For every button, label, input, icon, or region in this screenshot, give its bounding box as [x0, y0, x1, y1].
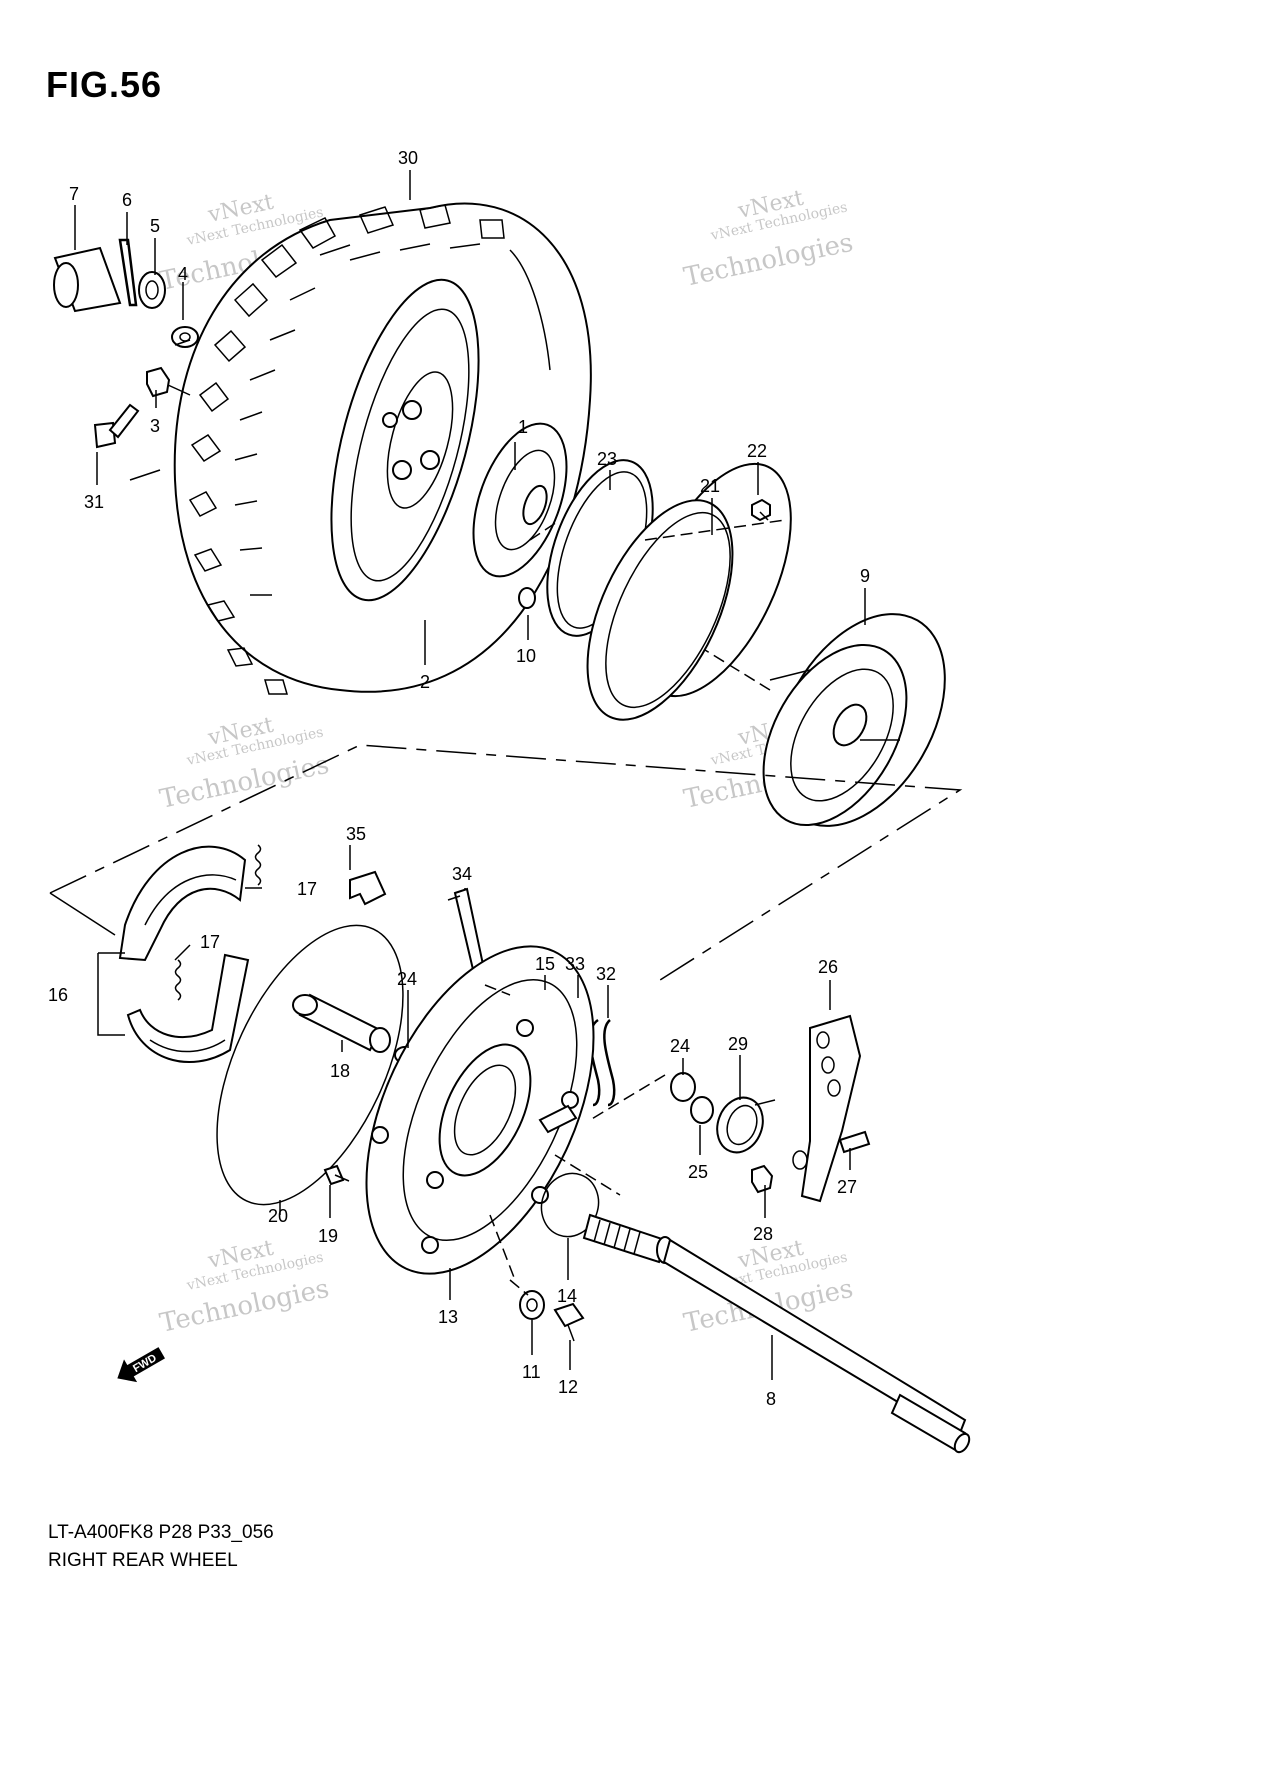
drain-bolt-12: [553, 1302, 585, 1342]
brake-panel-13: [365, 945, 595, 1275]
callout-11: 11: [522, 1362, 541, 1382]
washer: [171, 326, 199, 348]
callout-16: 16: [48, 985, 68, 1005]
brake-drum-cover-21: [586, 462, 792, 721]
callout-10: 10: [516, 646, 536, 666]
tire-valve: [93, 403, 140, 449]
callout-13: 13: [438, 1307, 458, 1327]
fwd-label: FWD: [131, 1352, 159, 1375]
tire: [173, 202, 592, 695]
hub-cap: [53, 246, 122, 313]
callout-26: 26: [818, 957, 838, 977]
o-ring-14: [540, 1172, 600, 1238]
wheel-rim: [330, 278, 480, 602]
callout-leaders: [74, 170, 866, 1380]
callout-30: 30: [398, 148, 418, 168]
callout-6: 6: [122, 190, 132, 210]
figure-title: FIG.56: [46, 64, 163, 105]
callout-9: 9: [860, 566, 870, 586]
watermark: Technologies: [157, 1274, 332, 1339]
nut-28: [751, 1164, 774, 1194]
rear-axle-8: [582, 1213, 971, 1454]
leader-lines-upper: [529, 519, 786, 691]
spring-17: [174, 844, 262, 1001]
callout-33: 33: [565, 954, 585, 974]
callout-28: 28: [753, 1224, 773, 1244]
exploded-outline: [49, 744, 963, 981]
callout-31: 31: [84, 492, 104, 512]
model-code: LT-A400FK8 P28 P33_056: [48, 1522, 274, 1543]
callout-34: 34: [452, 864, 472, 884]
bracket-16: [97, 952, 125, 1036]
leader-lines-lower: [484, 984, 666, 1296]
callout-15: 15: [535, 954, 555, 974]
callout-14: 14: [557, 1286, 577, 1306]
callout-27: 27: [837, 1177, 857, 1197]
callout-21: 21: [700, 476, 720, 496]
callout-23: 23: [597, 449, 617, 469]
callout-7: 7: [69, 184, 79, 204]
callout-20: 20: [268, 1206, 288, 1226]
callout-32: 32: [596, 964, 616, 984]
brake-shoe-upper: [118, 845, 247, 962]
o-ring-20: [216, 924, 404, 1206]
callout-18: 18: [330, 1061, 350, 1081]
brake-cam-lever-26: [792, 1014, 862, 1203]
callout-17b: 17: [200, 932, 220, 952]
callout-22: 22: [747, 441, 767, 461]
clip-35: [349, 870, 387, 906]
leader-lines-hub: [129, 339, 191, 481]
svg-text:Technologies: Technologies: [157, 750, 332, 815]
svg-text:Technologies: Technologies: [681, 228, 856, 293]
callout-29: 29: [728, 1034, 748, 1054]
washer-24-right: [670, 1072, 696, 1102]
wheel-nut: [146, 366, 171, 398]
callout-3: 3: [150, 416, 160, 436]
callout-2: 2: [420, 672, 430, 692]
o-ring-10: [518, 587, 536, 609]
watermark: Technologies: [681, 228, 856, 293]
diagram-caption: RIGHT REAR WHEEL: [48, 1550, 238, 1571]
brake-camshaft-18: [292, 993, 391, 1053]
callout-8: 8: [766, 1389, 776, 1409]
brake-shoe-lower: [126, 953, 250, 1064]
cotter-pin: [118, 238, 138, 307]
callout-24a: 24: [397, 969, 417, 989]
callout-5: 5: [150, 216, 160, 236]
castle-nut: [138, 271, 166, 309]
wheel-hub: [472, 422, 568, 578]
bolt-22: [751, 498, 771, 522]
bolt-27: [838, 1130, 871, 1154]
washer-11: [519, 1290, 545, 1320]
return-spring-29: [716, 1096, 776, 1154]
callout-24b: 24: [670, 1036, 690, 1056]
callout-25: 25: [688, 1162, 708, 1182]
watermark: Technologies: [157, 750, 332, 815]
brake-drum-9: [762, 613, 946, 827]
callout-1: 1: [518, 417, 528, 437]
tire-tread: [188, 204, 551, 695]
bolt-19: [323, 1164, 350, 1186]
callout-35: 35: [346, 824, 366, 844]
callout-numbers: 1 2 3 4 5 6 7 8 9 10 11 12 13 14 15 16 1…: [48, 148, 870, 1409]
callout-12: 12: [558, 1377, 578, 1397]
washer-25: [690, 1096, 714, 1124]
svg-text:Technologies: Technologies: [157, 1274, 332, 1339]
fwd-arrow-icon: FWD: [117, 1347, 165, 1383]
callout-19: 19: [318, 1226, 338, 1246]
callout-4: 4: [178, 264, 188, 284]
callout-17a: 17: [297, 879, 317, 899]
